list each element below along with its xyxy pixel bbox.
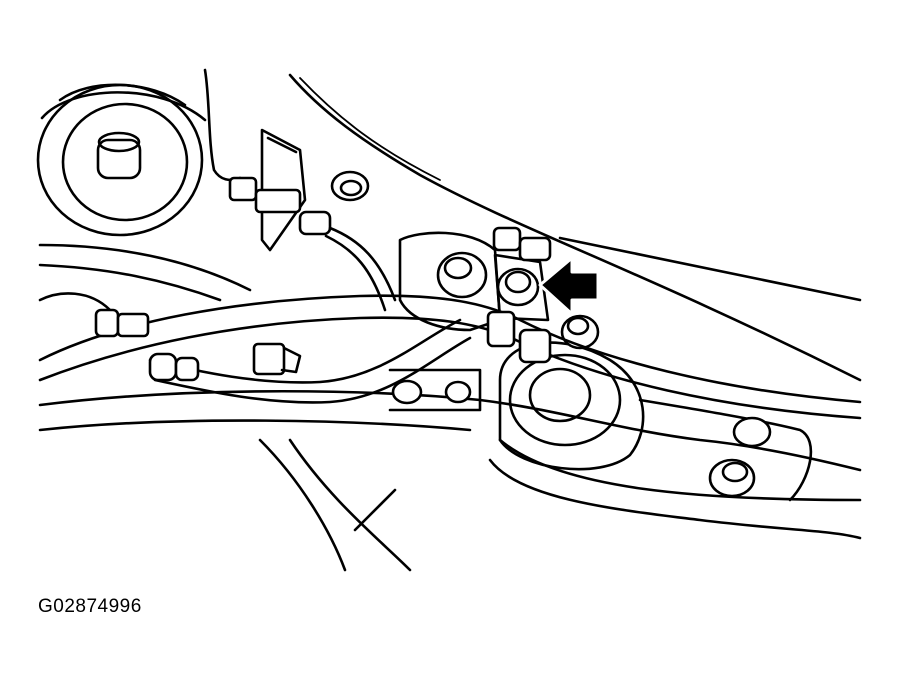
brake-line-bracket	[228, 128, 397, 312]
upper-connector	[492, 226, 552, 262]
bushing-housing	[488, 341, 862, 540]
figure-code: G02874996	[38, 596, 142, 617]
arrow-pointer-icon	[538, 256, 600, 316]
brake-hose	[38, 294, 862, 420]
lower-hose	[148, 310, 552, 404]
subframe	[38, 243, 862, 572]
grommet-hole	[330, 170, 370, 202]
upper-mount	[36, 83, 207, 237]
bracket-bolt	[493, 253, 600, 350]
